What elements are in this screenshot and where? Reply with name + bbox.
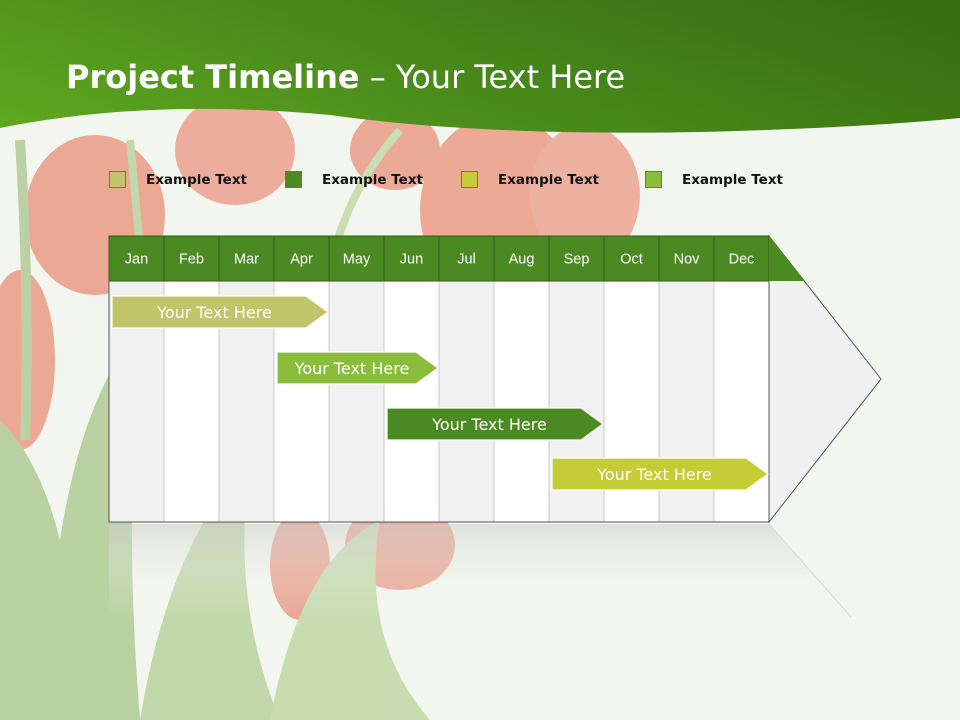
month-column-aug xyxy=(493,280,550,523)
task-bar-label: Your Text Here xyxy=(156,303,272,322)
month-header-cell xyxy=(438,235,495,282)
legend-label: Example Text xyxy=(322,172,423,188)
month-label: Jan xyxy=(125,252,148,268)
legend-label: Example Text xyxy=(146,172,247,188)
task-bar-label: Your Text Here xyxy=(431,415,547,434)
month-label: Oct xyxy=(620,252,643,268)
month-header-cell xyxy=(658,235,715,282)
title-bold: Project Timeline xyxy=(66,58,360,96)
month-header-cell xyxy=(108,235,165,282)
month-label: Mar xyxy=(234,252,259,268)
month-header-cell xyxy=(548,235,605,282)
reflection-shape xyxy=(109,524,851,617)
task-bar-shape xyxy=(276,351,440,385)
task-bar: Your Text Here xyxy=(551,457,770,491)
timeline-reflection xyxy=(109,523,852,618)
task-bar-shape xyxy=(111,295,330,329)
month-column-jul xyxy=(438,280,495,523)
task-bar-shape xyxy=(551,457,770,491)
month-label: Jul xyxy=(457,252,476,268)
month-label: Aug xyxy=(509,252,535,268)
task-bar-label: Your Text Here xyxy=(294,359,410,378)
legend-swatch xyxy=(461,171,478,188)
task-bar: Your Text Here xyxy=(276,351,440,385)
month-label: Apr xyxy=(290,252,313,268)
month-column-may xyxy=(328,280,385,523)
month-label: Feb xyxy=(179,252,204,268)
timeline-header: Jan Feb Mar Apr May Jun Jul Aug Sep Oct Nov Dec xyxy=(108,235,805,282)
month-label: Jun xyxy=(400,252,423,268)
task-bar-shape xyxy=(386,407,605,441)
header-arrow-cap xyxy=(769,236,805,281)
task-bar: Your Text Here xyxy=(386,407,605,441)
legend-swatch xyxy=(109,171,126,188)
month-label: Sep xyxy=(564,252,590,268)
legend-swatch xyxy=(285,171,302,188)
month-label: Nov xyxy=(674,252,701,268)
legend-label: Example Text xyxy=(498,172,599,188)
task-bar-label: Your Text Here xyxy=(596,465,712,484)
month-header-cell xyxy=(328,235,385,282)
page-title: Project Timeline – Your Text Here xyxy=(66,58,625,96)
task-bar: Your Text Here xyxy=(111,295,330,329)
reflection-edge xyxy=(768,523,852,618)
month-header-cell xyxy=(163,235,220,282)
legend-label: Example Text xyxy=(682,172,783,188)
month-column-jun xyxy=(383,280,440,523)
month-header-cell xyxy=(383,235,440,282)
month-label: Dec xyxy=(729,252,755,268)
month-label: May xyxy=(343,252,371,268)
legend-swatch xyxy=(645,171,662,188)
title-rest: – Your Text Here xyxy=(359,58,626,96)
